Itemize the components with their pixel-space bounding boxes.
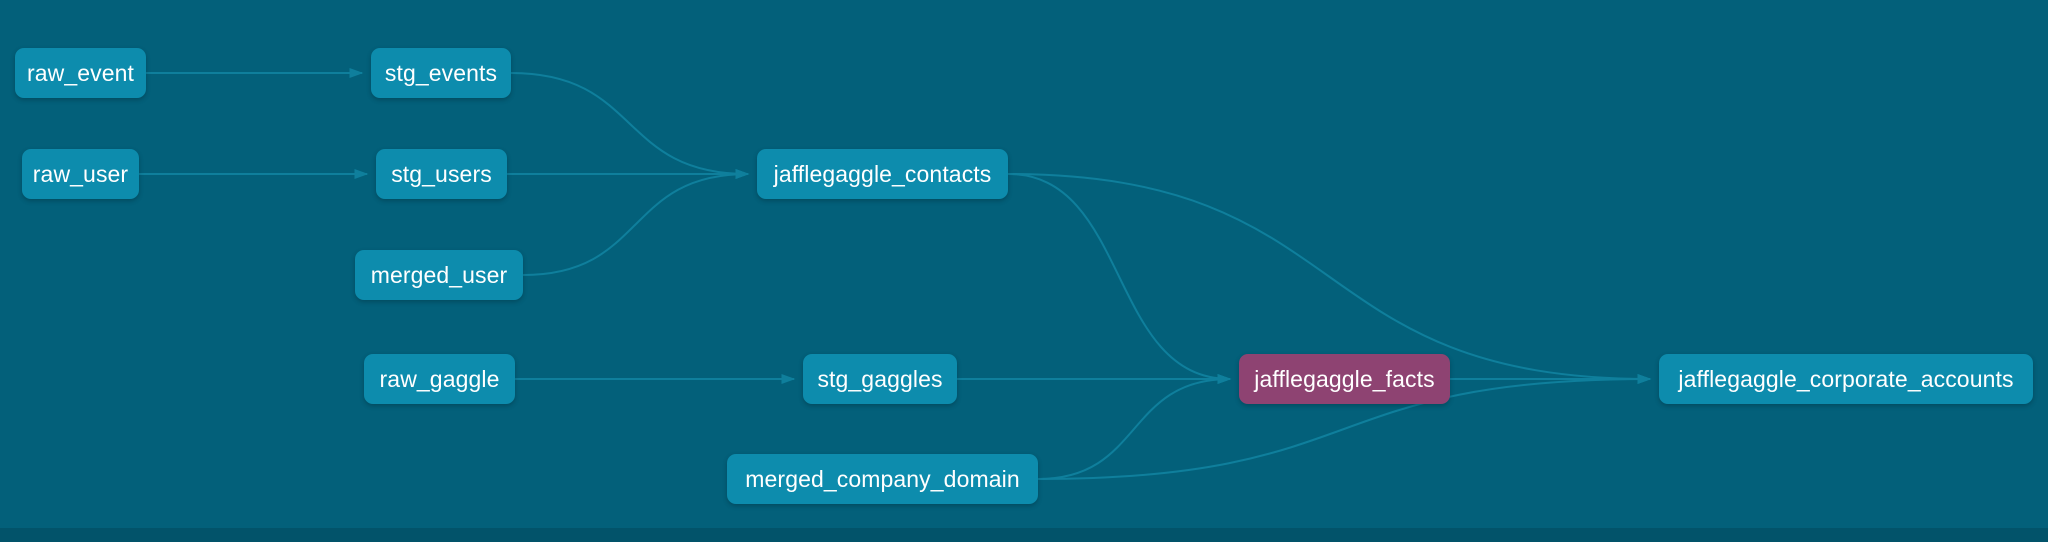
- dag-node-stg_users[interactable]: stg_users: [376, 149, 507, 199]
- dag-node-raw_event[interactable]: raw_event: [15, 48, 146, 98]
- dag-edge-merged_user-jafflegaggle_contacts: [522, 168, 750, 276]
- dag-node-raw_user[interactable]: raw_user: [22, 149, 139, 199]
- dag-node-jafflegaggle_corporate_accounts[interactable]: jafflegaggle_corporate_accounts: [1659, 354, 2033, 404]
- dag-node-jafflegaggle_facts[interactable]: jafflegaggle_facts: [1239, 354, 1450, 404]
- dag-node-raw_gaggle[interactable]: raw_gaggle: [364, 354, 515, 404]
- dag-node-label: stg_users: [391, 160, 492, 187]
- dag-node-label: merged_company_domain: [745, 465, 1020, 492]
- dag-node-stg_events[interactable]: stg_events: [371, 48, 511, 98]
- dag-node-merged_company_domain[interactable]: merged_company_domain: [727, 454, 1038, 504]
- dag-edge-stg_events-jafflegaggle_contacts: [510, 72, 750, 180]
- canvas-bottom-edge: [0, 528, 2048, 542]
- dag-edge-jafflegaggle_contacts-jafflegaggle_facts: [1007, 173, 1232, 385]
- dag-node-label: raw_gaggle: [379, 365, 500, 392]
- dag-node-stg_gaggles[interactable]: stg_gaggles: [803, 354, 957, 404]
- dag-node-label: merged_user: [370, 261, 508, 288]
- dag-node-label: jafflegaggle_corporate_accounts: [1678, 365, 2014, 392]
- dag-node-merged_user[interactable]: merged_user: [355, 250, 523, 300]
- dag-node-label: raw_event: [26, 59, 135, 86]
- dag-edge-jafflegaggle_contacts-corporate_accounts: [1007, 173, 1652, 385]
- dag-node-label: jafflegaggle_facts: [1254, 365, 1435, 392]
- dag-node-jafflegaggle_contacts[interactable]: jafflegaggle_contacts: [757, 149, 1008, 199]
- dag-node-label: jafflegaggle_contacts: [773, 160, 992, 187]
- dag-edge-merged_company_domain-jafflegaggle_facts: [1037, 373, 1232, 480]
- dag-node-label: stg_events: [384, 59, 498, 86]
- dag-node-label: raw_user: [32, 160, 129, 187]
- dag-node-label: stg_gaggles: [817, 365, 943, 392]
